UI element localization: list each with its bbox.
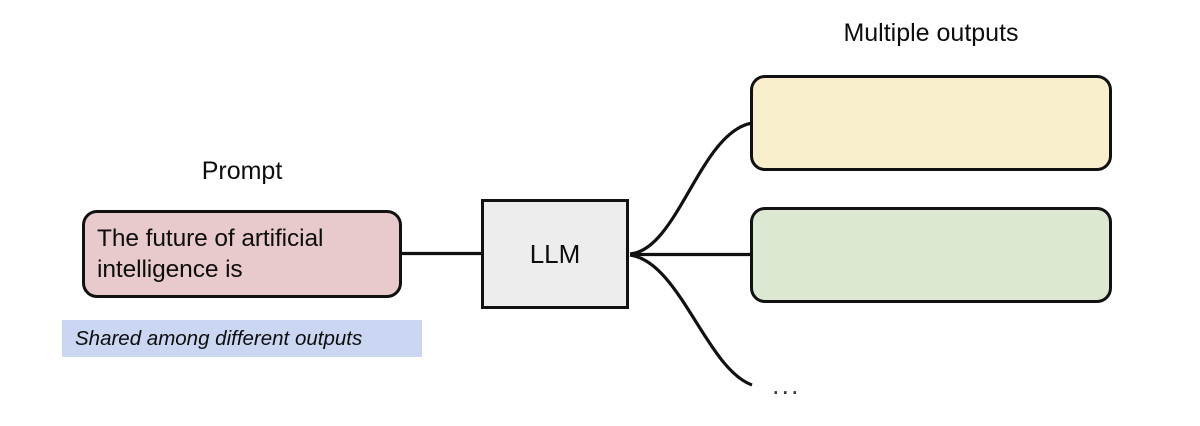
- edge-llm-to-ellipsis: [629, 253, 753, 387]
- llm-label: LLM: [529, 238, 581, 269]
- prompt-box[interactable]: The future of artificial intelligence is: [82, 210, 402, 298]
- more-outputs-ellipsis: ...: [772, 370, 801, 400]
- output-box-1[interactable]: [750, 75, 1112, 171]
- shared-among-outputs-note: Shared among different outputs: [62, 320, 422, 357]
- output-box-2[interactable]: [750, 207, 1112, 303]
- llm-box[interactable]: LLM: [481, 199, 629, 309]
- prompt-title: Prompt: [201, 157, 283, 185]
- edge-llm-to-output-1: [629, 121, 753, 256]
- shared-note-text: Shared among different outputs: [75, 326, 363, 350]
- multiple-outputs-title: Multiple outputs: [843, 19, 1019, 47]
- prompt-text: The future of artificial intelligence is: [97, 225, 324, 283]
